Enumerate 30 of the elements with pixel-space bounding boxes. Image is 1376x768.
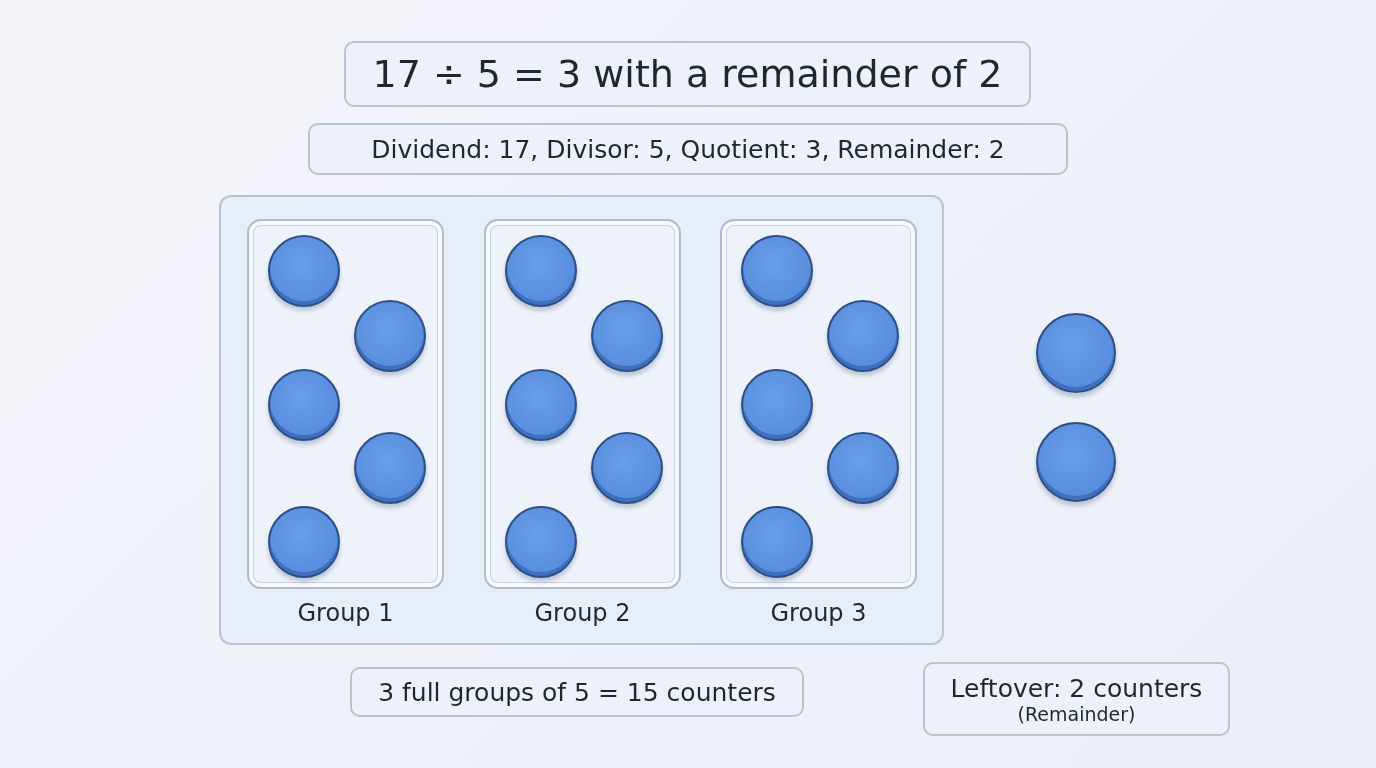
counter xyxy=(354,300,426,372)
equation-text: 17 ÷ 5 = 3 with a remainder of 2 xyxy=(372,52,1003,96)
leftover-text: Leftover: 2 counters xyxy=(950,673,1203,703)
terms-box xyxy=(308,123,1068,175)
leftover-box xyxy=(923,662,1230,736)
counter xyxy=(741,235,813,307)
groups-panel xyxy=(219,195,944,645)
counter xyxy=(505,369,577,441)
summary-box xyxy=(350,667,804,717)
counter xyxy=(827,432,899,504)
counter xyxy=(741,369,813,441)
counter xyxy=(505,235,577,307)
remainder-note: (Remainder) xyxy=(1017,702,1136,725)
counter xyxy=(741,506,813,578)
equation-box xyxy=(344,41,1031,107)
counter xyxy=(268,369,340,441)
counter xyxy=(1036,422,1116,502)
summary-text: 3 full groups of 5 = 15 counters xyxy=(378,677,776,707)
counter xyxy=(268,235,340,307)
counter xyxy=(591,432,663,504)
counter xyxy=(268,506,340,578)
counter xyxy=(354,432,426,504)
counter xyxy=(827,300,899,372)
group-label: Group 3 xyxy=(770,599,867,627)
counter xyxy=(505,506,577,578)
terms-text: Dividend: 17, Divisor: 5, Quotient: 3, Remainder: 2 xyxy=(371,134,1005,164)
group-label: Group 2 xyxy=(534,599,631,627)
counter xyxy=(591,300,663,372)
counter xyxy=(1036,313,1116,393)
group-label: Group 1 xyxy=(297,599,394,627)
